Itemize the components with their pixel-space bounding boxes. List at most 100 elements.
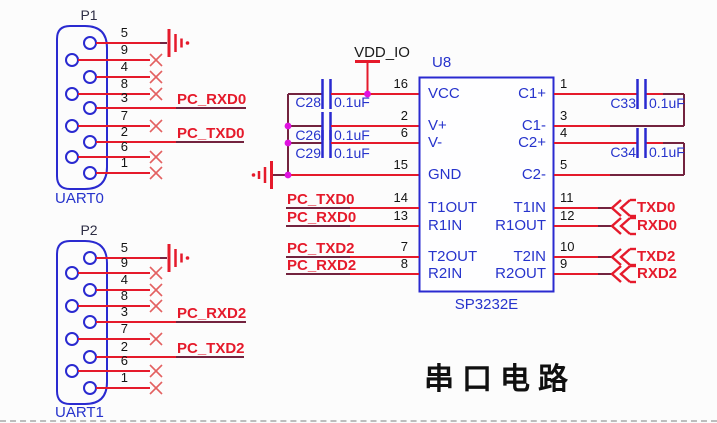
ic-pin-name-c2p: C2+ <box>518 134 546 151</box>
ic-right-port-wires-dark <box>598 207 612 275</box>
port-chevron-rxd0-icon <box>610 216 636 236</box>
port-label-txd0: TXD0 <box>637 199 676 216</box>
p1-ground-icon <box>167 29 190 57</box>
schematic-title: 串口电路 <box>424 362 576 397</box>
ic-pin-number: 13 <box>393 208 408 223</box>
c34-designator: C34 <box>610 144 636 160</box>
p2-pin-number: 5 <box>120 240 128 255</box>
net-label-pc-txd2-ic: PC_TXD2 <box>287 240 355 257</box>
p1-no-connect-x-icons <box>149 53 163 180</box>
ic-pin-number: 5 <box>560 157 568 172</box>
sheet-edge <box>0 420 717 422</box>
p1-connector-body-icon <box>56 25 108 190</box>
ic-left-net-wires <box>350 207 419 275</box>
net-label-pc-rxd0-ic: PC_RXD0 <box>287 209 357 226</box>
p1-pin-number: 4 <box>120 59 128 74</box>
ic-pin-name-gnd: GND <box>428 166 462 183</box>
ic-pin-number: 10 <box>560 239 575 254</box>
ic-pin-name-c1p: C1+ <box>518 85 546 102</box>
ic-pin-name-t1in: T1IN <box>513 199 546 216</box>
ic-pin-number: 9 <box>560 256 568 271</box>
ic-pin-number: 3 <box>560 108 568 123</box>
port-label-txd2: TXD2 <box>637 248 676 265</box>
port-chevron-txd0-icon <box>610 198 636 218</box>
ic-left-net-wires-dark <box>286 207 350 275</box>
ic-pin-name-c2m: C2- <box>521 166 546 183</box>
ic-pin-number: 12 <box>560 208 575 223</box>
p2-pin-number: 1 <box>120 370 128 385</box>
ic-part-number: SP3232E <box>454 296 519 313</box>
c26-designator: C26 <box>295 127 321 143</box>
vddio-power-icon <box>355 60 380 94</box>
port-label-rxd0: RXD0 <box>637 217 678 234</box>
net-label-pc-rxd2-ic: PC_RXD2 <box>287 257 357 274</box>
p1-pin-number: 7 <box>120 108 128 123</box>
p1-pin-number: 5 <box>120 25 128 40</box>
ic-pin-number: 6 <box>400 125 408 140</box>
p1-pin-number: 1 <box>120 155 128 170</box>
p2-designator: P2 <box>80 222 98 238</box>
ic-right-port-wires <box>554 207 598 275</box>
ic-pin-name-vcc: VCC <box>428 85 460 102</box>
c26-value: 0.1uF <box>334 127 370 143</box>
ic-pin-number: 16 <box>393 76 408 91</box>
ic-pin-name-vminus: V- <box>428 134 443 151</box>
p1-pin-number: 6 <box>120 139 128 154</box>
p2-pin-number: 2 <box>120 339 128 354</box>
p2-connector-name: UART1 <box>55 404 104 421</box>
port-chevron-txd2-icon <box>610 247 636 267</box>
ic-pin-number: 4 <box>560 125 568 140</box>
ic-right-top-wires-dark <box>610 93 685 176</box>
net-label-pc-txd2: PC_TXD2 <box>177 340 245 357</box>
ic-pin-number: 1 <box>560 76 568 91</box>
p1-wires <box>78 42 176 174</box>
net-label-pc-rxd2: PC_RXD2 <box>177 305 247 322</box>
p1-designator: P1 <box>80 7 98 23</box>
p2-no-connect-x-icons <box>149 266 163 395</box>
c29-designator: C29 <box>295 145 321 161</box>
capacitor-c29-icon <box>321 130 332 158</box>
c33-designator: C33 <box>610 95 636 111</box>
ic-pin-number: 14 <box>393 190 408 205</box>
p2-pin-number: 3 <box>120 304 128 319</box>
ic-pin-name-r2in: R2IN <box>428 265 463 282</box>
p1-pin-number: 9 <box>120 42 128 57</box>
ic-pin-name-t2out: T2OUT <box>428 248 478 265</box>
p1-pin-number: 8 <box>120 76 128 91</box>
p1-pin-number: 3 <box>120 90 128 105</box>
ic-pin-name-vplus: V+ <box>428 117 447 134</box>
c33-value: 0.1uF <box>649 95 685 111</box>
ic-pin-name-r1out: R1OUT <box>495 217 546 234</box>
p2-pin-number: 7 <box>120 321 128 336</box>
capacitor-c33-icon <box>636 79 647 109</box>
p1-wires-dark <box>160 42 246 143</box>
ic-pin-number: 8 <box>400 256 408 271</box>
c28-designator: C28 <box>295 94 321 110</box>
ic-designator: U8 <box>432 54 452 71</box>
p1-pin-number: 2 <box>120 124 128 139</box>
center-ground-icon <box>251 161 273 189</box>
ic-left-top-wires <box>288 93 419 176</box>
p2-ground-icon <box>167 244 190 272</box>
net-label-pc-txd0-ic: PC_TXD0 <box>287 191 355 208</box>
p2-pin-number: 4 <box>120 272 128 287</box>
port-label-rxd2: RXD2 <box>637 265 678 282</box>
ic-pin-name-c1m: C1- <box>521 117 546 134</box>
ic-pin-number: 11 <box>560 190 574 205</box>
p1-connector-name: UART0 <box>55 190 104 207</box>
port-chevron-rxd2-icon <box>610 264 636 284</box>
net-label-pc-txd0: PC_TXD0 <box>177 125 245 142</box>
power-net-label: VDD_IO <box>354 44 410 61</box>
c34-value: 0.1uF <box>649 144 685 160</box>
ic-right-top-wires <box>554 93 663 176</box>
p2-connector-body-icon <box>56 240 108 405</box>
ic-pin-name-r1in: R1IN <box>428 217 463 234</box>
capacitor-c34-icon <box>636 128 647 158</box>
ic-pin-number: 7 <box>400 239 408 254</box>
c29-value: 0.1uF <box>334 145 370 161</box>
c28-value: 0.1uF <box>334 94 370 110</box>
ic-pin-number: 2 <box>400 108 408 123</box>
ic-pin-name-t1out: T1OUT <box>428 199 478 216</box>
ic-body <box>418 76 555 293</box>
